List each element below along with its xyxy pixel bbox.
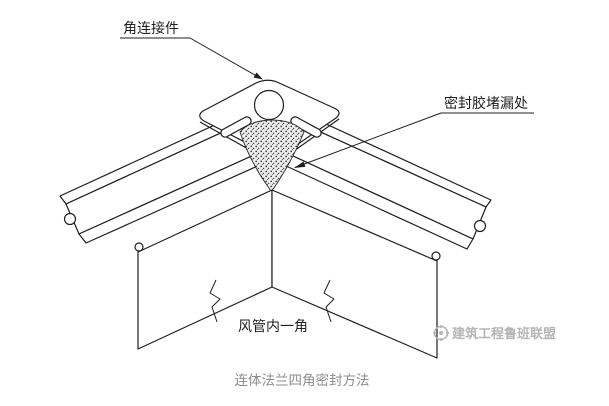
flange-end-curl-left — [63, 212, 77, 226]
break-mark-right — [323, 279, 335, 323]
leader-corner-connector — [120, 37, 263, 80]
arrowhead — [294, 161, 306, 168]
right-duct-wall — [271, 189, 438, 359]
leader-sealant — [294, 112, 534, 168]
luban-logo-icon — [433, 325, 449, 341]
left-flange — [59, 111, 272, 244]
caption: 连体法兰四角密封方法 — [235, 372, 370, 388]
right-flange — [272, 111, 492, 250]
flange-end-curl-right — [473, 219, 487, 233]
right-bolt-slot — [290, 116, 322, 138]
label-duct-inner-corner: 风管内一角 — [238, 318, 308, 334]
break-mark-left — [209, 279, 221, 323]
label-sealant: 密封胶堵漏处 — [444, 95, 528, 111]
wall-edge-curl-left — [134, 242, 144, 252]
arrowhead — [253, 72, 263, 80]
watermark-text: 建筑工程鲁班联盟 — [452, 326, 556, 341]
sealant-stipple-area — [239, 119, 305, 191]
left-bolt-slot — [220, 116, 252, 138]
label-corner-connector: 角连接件 — [123, 20, 179, 36]
bolt-hole — [253, 89, 285, 121]
wall-edge-curl-right — [431, 251, 441, 261]
